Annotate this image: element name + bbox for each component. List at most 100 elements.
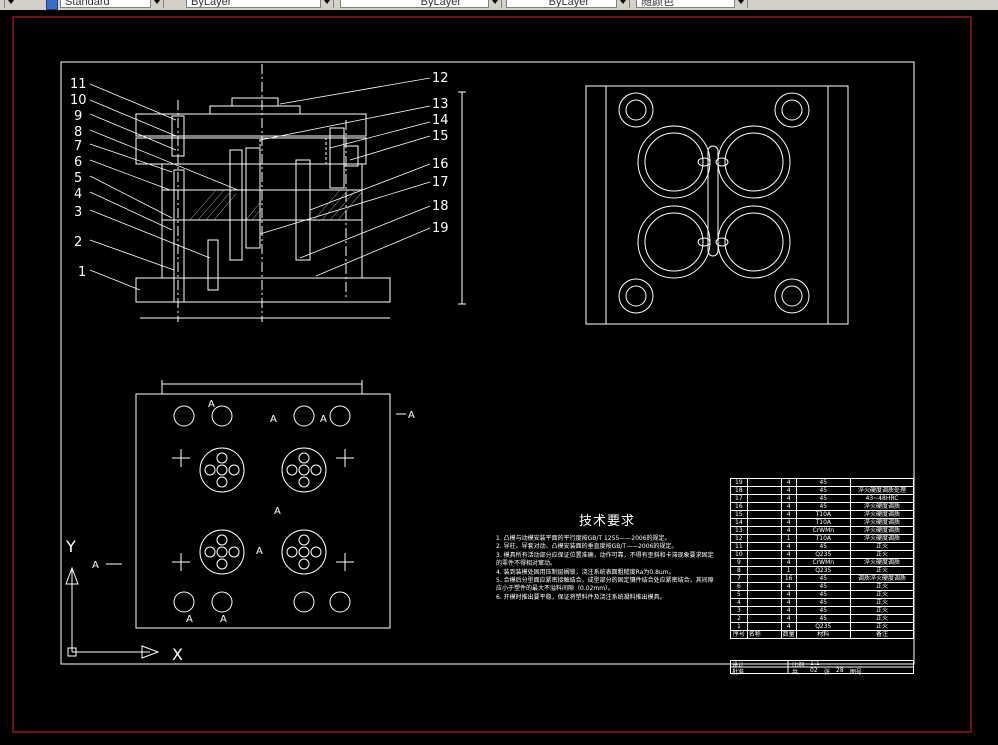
bom-cell: 4 <box>780 606 797 615</box>
bom-cell <box>849 478 915 487</box>
bom-cell: CrWMn <box>795 558 851 567</box>
bom-cell <box>746 518 782 527</box>
bom-cell: 4 <box>730 598 748 607</box>
bom-cell: 4 <box>780 614 797 623</box>
svg-text:14: 14 <box>432 113 449 128</box>
ucs-labels: Y X <box>65 537 183 664</box>
bom-cell: 19 <box>730 478 748 487</box>
assembly-section-view <box>135 64 466 322</box>
dropdown-arrow-icon[interactable] <box>616 0 629 8</box>
bom-cell: 淬火硬度调质 <box>849 510 915 519</box>
svg-text:9: 9 <box>74 109 82 124</box>
bom-cell: 4 <box>780 518 797 527</box>
dropdown-arrow-icon[interactable] <box>488 0 501 8</box>
svg-text:X: X <box>172 645 183 664</box>
text-style-icon[interactable] <box>46 0 58 10</box>
dropdown-arrow-icon[interactable] <box>734 0 747 8</box>
property-toolbar: Standard ByLayer ByLayer ByLayer 随颜色 <box>0 0 998 10</box>
bom-cell: 4 <box>780 486 797 495</box>
svg-text:12: 12 <box>432 71 449 86</box>
cavity-plate-view <box>585 85 849 325</box>
bom-cell: 4 <box>780 526 797 535</box>
linetype-select[interactable]: ByLayer <box>340 0 502 8</box>
bom-cell: T10A <box>795 518 851 527</box>
tech-item: 2. 导柱、导套对动、凸模安装面的垂直度按GB/T——2006的规定。 <box>496 543 678 551</box>
bom-cell: 2 <box>730 614 748 623</box>
bom-cell <box>746 590 782 599</box>
bom-cell: 4 <box>780 622 797 631</box>
bom-cell: 4 <box>780 510 797 519</box>
bom-cell: 调质淬火硬度调质 <box>849 574 915 583</box>
drawing-frame <box>60 61 915 665</box>
svg-text:A: A <box>186 614 193 625</box>
bom-header-cell: 名称 <box>746 630 782 639</box>
bom-cell: 4 <box>780 582 797 591</box>
svg-text:1: 1 <box>78 265 86 280</box>
svg-text:7: 7 <box>74 139 82 154</box>
svg-text:A: A <box>92 560 99 571</box>
bom-cell <box>746 542 782 551</box>
bom-cell: 10 <box>730 550 748 559</box>
bom-cell: 5 <box>730 590 748 599</box>
ucs-icon <box>65 566 160 659</box>
scale-value: 1:1 <box>810 660 820 667</box>
scale-label: 比例 <box>792 662 805 669</box>
bom-cell: 45 <box>795 478 851 487</box>
bom-cell: 正火 <box>849 550 915 559</box>
dropdown-arrow-icon[interactable] <box>150 0 163 8</box>
bom-header-cell: 备注 <box>849 630 915 639</box>
bom-cell: 淬火硬度调质 <box>849 526 915 535</box>
layer-select[interactable]: ByLayer <box>186 0 334 8</box>
bom-cell <box>746 582 782 591</box>
text-style-select[interactable]: Standard <box>60 0 164 8</box>
bom-cell: 4 <box>780 590 797 599</box>
bom-cell: 18 <box>730 486 748 495</box>
tech-item: 6. 开模时推出要平稳，保证将塑料件及浇注系统凝料推出模具。 <box>496 593 666 601</box>
sheet-border <box>12 16 972 733</box>
bom-cell: 6 <box>730 582 748 591</box>
dropdown-arrow-icon[interactable] <box>4 0 17 8</box>
bom-cell <box>746 566 782 575</box>
svg-text:10: 10 <box>70 93 87 108</box>
bom-cell: 1 <box>780 566 797 575</box>
bom-cell <box>746 550 782 559</box>
title-block-lines <box>730 660 914 674</box>
bom-cell: CrWMn <box>795 526 851 535</box>
bom-cell: Q235 <box>795 622 851 631</box>
bom-cell: 1 <box>730 622 748 631</box>
svg-text:13: 13 <box>432 97 449 112</box>
bom-cell: T10A <box>795 534 851 543</box>
svg-text:Y: Y <box>65 537 76 556</box>
bom-cell: 4 <box>780 550 797 559</box>
bom-cell <box>746 558 782 567</box>
sheet-label: 共 <box>792 669 799 676</box>
bom-cell: 1 <box>780 534 797 543</box>
bom-cell: 正火 <box>849 590 915 599</box>
lineweight-select[interactable]: ByLayer <box>506 0 630 8</box>
plot-style-select[interactable]: 随颜色 <box>636 0 748 8</box>
dropdown-arrow-icon[interactable] <box>320 0 333 8</box>
bom-cell: 45 <box>795 582 851 591</box>
svg-text:A: A <box>408 410 415 421</box>
bom-cell: 45 <box>795 590 851 599</box>
technical-requirements: 技术要求 1. 凸模与动模安装平面的平行度按GB/T 1255——2006的规定… <box>496 510 718 602</box>
drawing-canvas[interactable]: 11 10 9 8 7 6 5 4 3 2 1 12 13 14 15 <box>0 10 998 741</box>
bom-cell <box>746 622 782 631</box>
svg-text:A: A <box>220 614 227 625</box>
bom-cell: 淬火硬度调质 <box>849 534 915 543</box>
page-value: 28 <box>836 667 844 674</box>
svg-text:5: 5 <box>74 171 82 186</box>
bom-cell: 16 <box>730 502 748 511</box>
bom-cell: 45 <box>795 606 851 615</box>
bom-cell: 7 <box>730 574 748 583</box>
